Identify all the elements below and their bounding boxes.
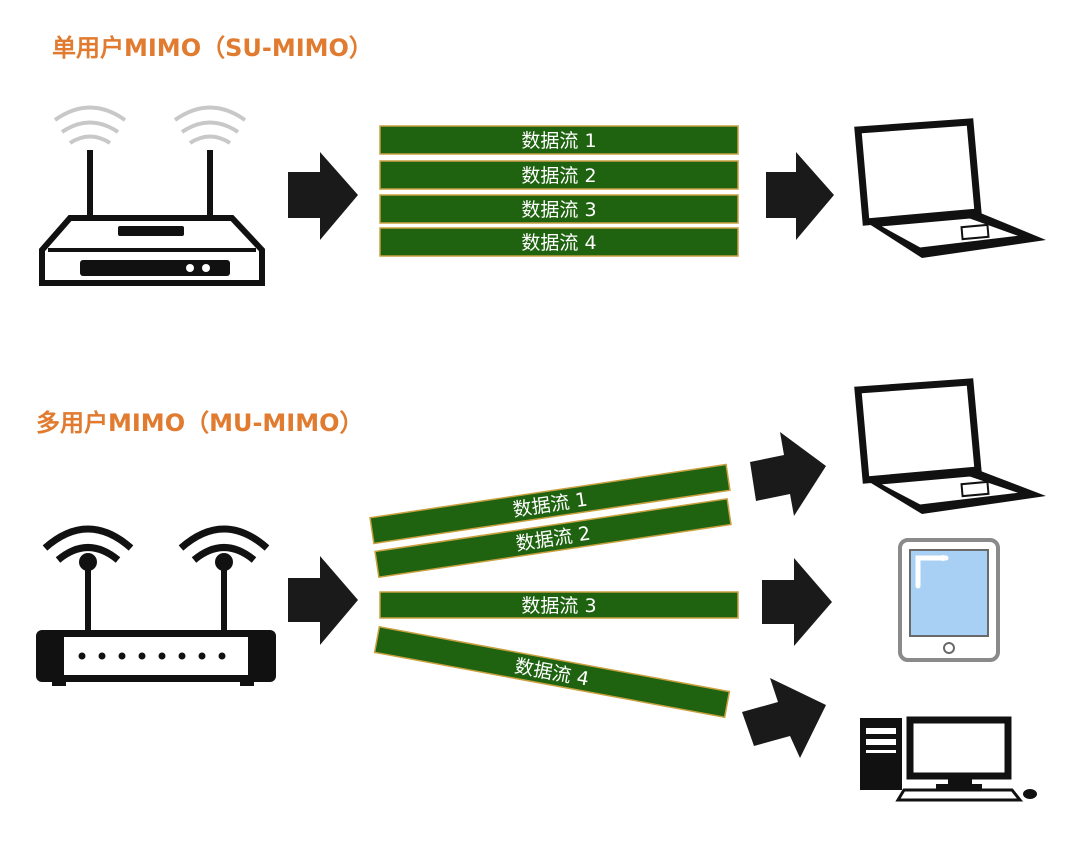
laptop-icon (854, 378, 1046, 514)
su-stream-label-2: 数据流 2 (521, 165, 596, 187)
router-icon (36, 525, 276, 686)
arrow-icon (750, 432, 826, 516)
su-mimo-title: 单用户MIMO（SU-MIMO） (52, 34, 373, 62)
router-icon (39, 105, 265, 286)
su-stream-1: 数据流 1 (379, 125, 739, 155)
laptop-icon (854, 118, 1046, 258)
su-stream-4: 数据流 4 (379, 227, 739, 257)
arrow-icon (762, 558, 832, 646)
tablet-icon (898, 538, 1000, 662)
su-stream-label-3: 数据流 3 (521, 199, 596, 221)
su-stream-3: 数据流 3 (379, 194, 739, 224)
su-stream-label-4: 数据流 4 (521, 232, 596, 254)
desktop-icon (860, 716, 1037, 802)
su-stream-label-1: 数据流 1 (521, 130, 596, 152)
arrow-icon (766, 152, 834, 240)
mu-mimo-title: 多用户MIMO（MU-MIMO） (36, 409, 364, 437)
arrow-icon (288, 556, 358, 645)
arrow-icon (288, 152, 358, 240)
mu-stream-label-3: 数据流 3 (521, 595, 596, 617)
su-stream-2: 数据流 2 (379, 160, 739, 190)
mu-stream-4: 数据流 4 (373, 625, 731, 719)
arrow-icon (742, 678, 826, 758)
mu-stream-3: 数据流 3 (379, 591, 739, 619)
